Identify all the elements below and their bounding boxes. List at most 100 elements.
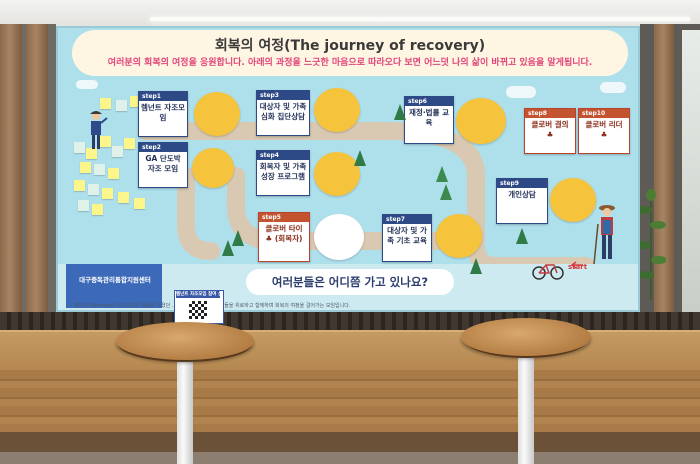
quote-bubble [192, 148, 234, 188]
bench-seat [0, 330, 700, 372]
bench-front-panel [0, 370, 700, 440]
tree-icon [516, 228, 528, 244]
tree-icon [440, 184, 452, 200]
step-card-1: step1 렘넌트 자조모임 [138, 91, 188, 137]
wood-pillar-left-2 [26, 24, 48, 336]
quote-bubble [314, 152, 360, 196]
ceiling-light [150, 17, 690, 21]
sticky-note [80, 162, 91, 173]
tree-icon [232, 230, 244, 246]
sticky-note [100, 136, 111, 147]
sticky-note [102, 188, 113, 199]
step-label: 렘넌트 자조모임 [141, 103, 186, 122]
step-tag: step8 [525, 109, 575, 118]
organization-name: 대구중독관리통합지원센터 [79, 276, 151, 284]
quote-bubble [456, 98, 506, 144]
step-card-3: step3 대상자 및 가족 심화 집단상담 [256, 90, 310, 136]
qr-sign-title: 렘넌트 자조모임 참여 신청 [176, 291, 220, 298]
step-tag: step6 [405, 97, 453, 106]
step-tag: step9 [497, 179, 547, 188]
bench-slats [0, 312, 700, 332]
quote-bubble [314, 214, 364, 260]
cloud-icon [76, 80, 98, 89]
tree-icon [222, 240, 234, 256]
quote-bubble [314, 88, 360, 132]
walking-person-icon [90, 111, 108, 149]
tree-icon [354, 150, 366, 166]
step-label: 클로버 타이 ♣ (회복자) [265, 224, 303, 243]
step-label: 재정·법률 교육 [409, 108, 449, 127]
step-tag: step1 [139, 92, 187, 101]
person-figure-left [84, 110, 108, 154]
step-label: 클로버 결의 ♣ [531, 120, 569, 139]
step-label: 회복자 및 가족 성장 프로그램 [259, 162, 307, 181]
tree-icon [436, 166, 448, 182]
step-card-4: step4 회복자 및 가족 성장 프로그램 [256, 150, 310, 196]
sticky-note [74, 142, 85, 153]
question-text: 여러분들은 어디쯤 가고 있나요? [271, 275, 429, 289]
sticky-note-cluster [72, 92, 146, 222]
table-leg-left [177, 358, 193, 464]
arrow-left-icon [570, 254, 584, 269]
sticky-note [94, 164, 105, 175]
walking-person-icon [593, 205, 615, 265]
step-label: 대상자 및 가족 기초 교육 [387, 226, 427, 245]
step-label: 대상자 및 가족 심화 집단상담 [259, 102, 307, 121]
step-label: GA 단도박 자조 모임 [145, 154, 181, 173]
round-table-right [461, 318, 591, 356]
step-card-6: step6 재정·법률 교육 [404, 96, 454, 144]
tree-icon [470, 258, 482, 274]
bicycle-icon [532, 262, 564, 280]
plant-icon [635, 189, 667, 300]
sticky-note [118, 192, 129, 203]
quote-bubble [436, 214, 482, 258]
step-card-7: step7 대상자 및 가족 기초 교육 [382, 214, 432, 262]
step-card-8: step8 클로버 결의 ♣ [524, 108, 576, 154]
organization-logo-box [66, 264, 162, 308]
sticky-note [116, 100, 127, 111]
step-card-2: step2 GA 단도박 자조 모임 [138, 142, 188, 188]
sticky-note [108, 168, 119, 179]
step-tag: step4 [257, 151, 309, 160]
sticky-note [130, 96, 141, 107]
sticky-note [112, 146, 123, 157]
sticky-note [88, 184, 99, 195]
step-tag: step5 [259, 213, 309, 222]
qr-code-icon [189, 301, 207, 319]
step-label: 클로버 리더 ♣ [585, 120, 623, 139]
title-pill [72, 30, 628, 76]
step-card-10: step10 클로버 리더 ♣ [578, 108, 630, 154]
step-tag: step3 [257, 91, 309, 100]
step-card-9: step9 개인상담 [496, 178, 548, 224]
cloud-icon [600, 82, 626, 93]
wood-pillar-left [0, 24, 22, 336]
sticky-note [74, 180, 85, 191]
table-leg-right [518, 354, 534, 464]
person-figure-right [592, 204, 622, 268]
step-card-5: step5 클로버 타이 ♣ (회복자) [258, 212, 310, 262]
sticky-note [92, 204, 103, 215]
step-label: 개인상담 [508, 190, 536, 199]
sticky-note [124, 138, 135, 149]
window [682, 30, 700, 330]
tree-icon [394, 104, 406, 120]
banner-subtitle: 여러분의 회복의 여정을 응원합니다. 아래의 과정을 느긋한 마음으로 따라오… [107, 58, 593, 68]
step-tag: step7 [383, 215, 431, 224]
step-tag: step10 [579, 109, 629, 118]
quote-bubble [194, 92, 240, 136]
sticky-note [78, 200, 89, 211]
cloud-icon [506, 86, 536, 98]
step-tag: step2 [139, 143, 187, 152]
sticky-note [134, 198, 145, 209]
plant [635, 150, 667, 300]
bench-base [0, 432, 700, 452]
question-pill [246, 269, 454, 295]
footnote: • 렘넌트(Remnant) 자조모임은 아픔을 가졌던 ... 아픔을 겪고 … [70, 303, 351, 309]
sticky-note [86, 148, 97, 159]
round-table-left [116, 322, 254, 360]
quote-bubble [550, 178, 596, 222]
start-label: start [568, 263, 588, 271]
floor [0, 452, 700, 464]
ceiling [0, 0, 700, 26]
banner-title: 회복의 여정(The journey of recovery) [214, 38, 486, 54]
